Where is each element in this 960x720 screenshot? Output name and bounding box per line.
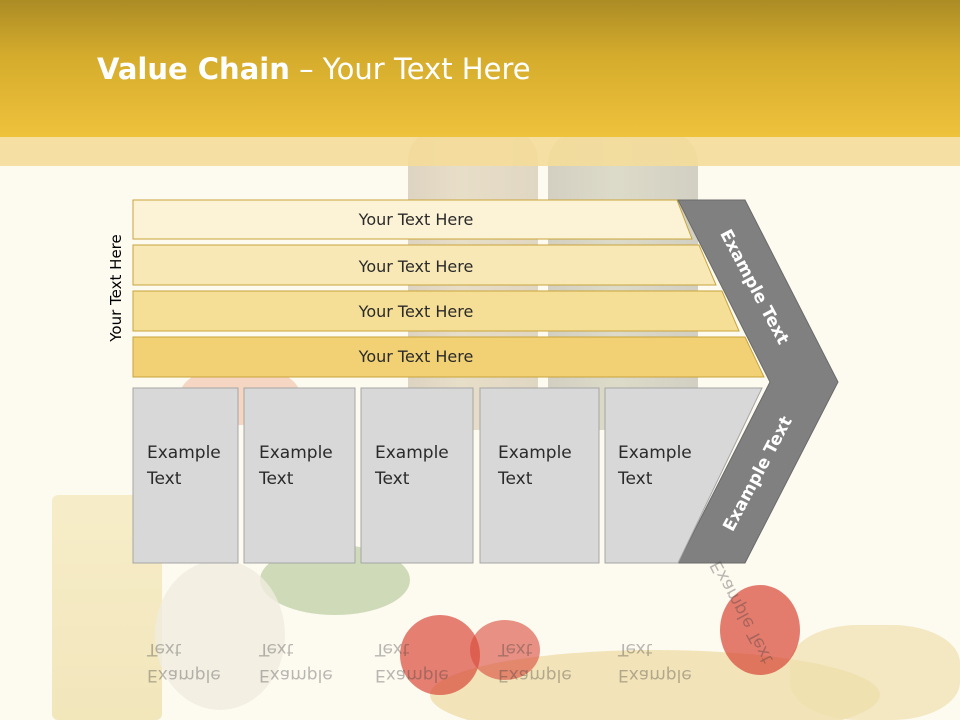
box-label-line1: Example [375,443,449,463]
bar-shape [132,244,717,286]
bar-shape [132,199,693,240]
box-label-line1: Example [618,443,692,463]
box-label-line2: Text [374,469,410,489]
tomato-image [720,585,800,675]
box-reflections: Text Example Text Example Text Example T… [146,639,692,685]
box-label-line1: Example [147,443,221,463]
title-bold: Value Chain [97,52,290,86]
box[interactable]: Example Text [243,387,356,564]
header-strip [0,137,960,166]
box-label-reflection: Text [146,639,182,659]
bar-label: Your Text Here [358,257,474,276]
bar-shape [132,290,740,332]
arrow-label-reflection: Example Text [707,557,778,667]
tomato-image [470,620,540,680]
box-label-line2: Text [146,469,182,489]
box-shape [360,387,474,564]
box-label-reflection: Text [497,639,533,659]
bar[interactable]: Your Text Here [132,244,717,286]
bar-label: Your Text Here [358,210,474,229]
box-shape [604,387,763,564]
box[interactable]: Example Text [479,387,600,564]
box-label-reflection: Text [258,639,294,659]
box-label-reflection: Text [617,639,653,659]
box-label-line1: Example [259,443,333,463]
arrow-shape [677,199,839,564]
slide-title[interactable]: Value Chain – Your Text Here [97,52,531,86]
box-shape [243,387,356,564]
box-label-reflection: Example [498,665,572,685]
header-band [0,0,960,137]
bar[interactable]: Your Text Here [132,336,765,378]
title-rest: – Your Text Here [289,52,531,86]
box-shape [479,387,600,564]
garlic-image [155,560,285,710]
box-label-reflection: Text [374,639,410,659]
box[interactable]: Example Text [604,387,763,564]
bar[interactable]: Your Text Here [132,290,740,332]
box-label-line2: Text [258,469,294,489]
box[interactable]: Example Text [132,387,239,564]
box-label-reflection: Example [259,665,333,685]
box-label-line2: Text [497,469,533,489]
box-label-reflection: Example [618,665,692,685]
bar-label: Your Text Here [358,302,474,321]
box-label-line1: Example [498,443,572,463]
bar-shape [132,336,765,378]
box[interactable]: Example Text [360,387,474,564]
box-label-reflection: Example [375,665,449,685]
tomato-image [400,615,480,695]
bar[interactable]: Your Text Here [132,199,693,240]
box-label-line2: Text [617,469,653,489]
bar-label: Your Text Here [358,347,474,366]
box-shape [132,387,239,564]
box-label-reflection: Example [147,665,221,685]
pasta-image [790,625,960,720]
